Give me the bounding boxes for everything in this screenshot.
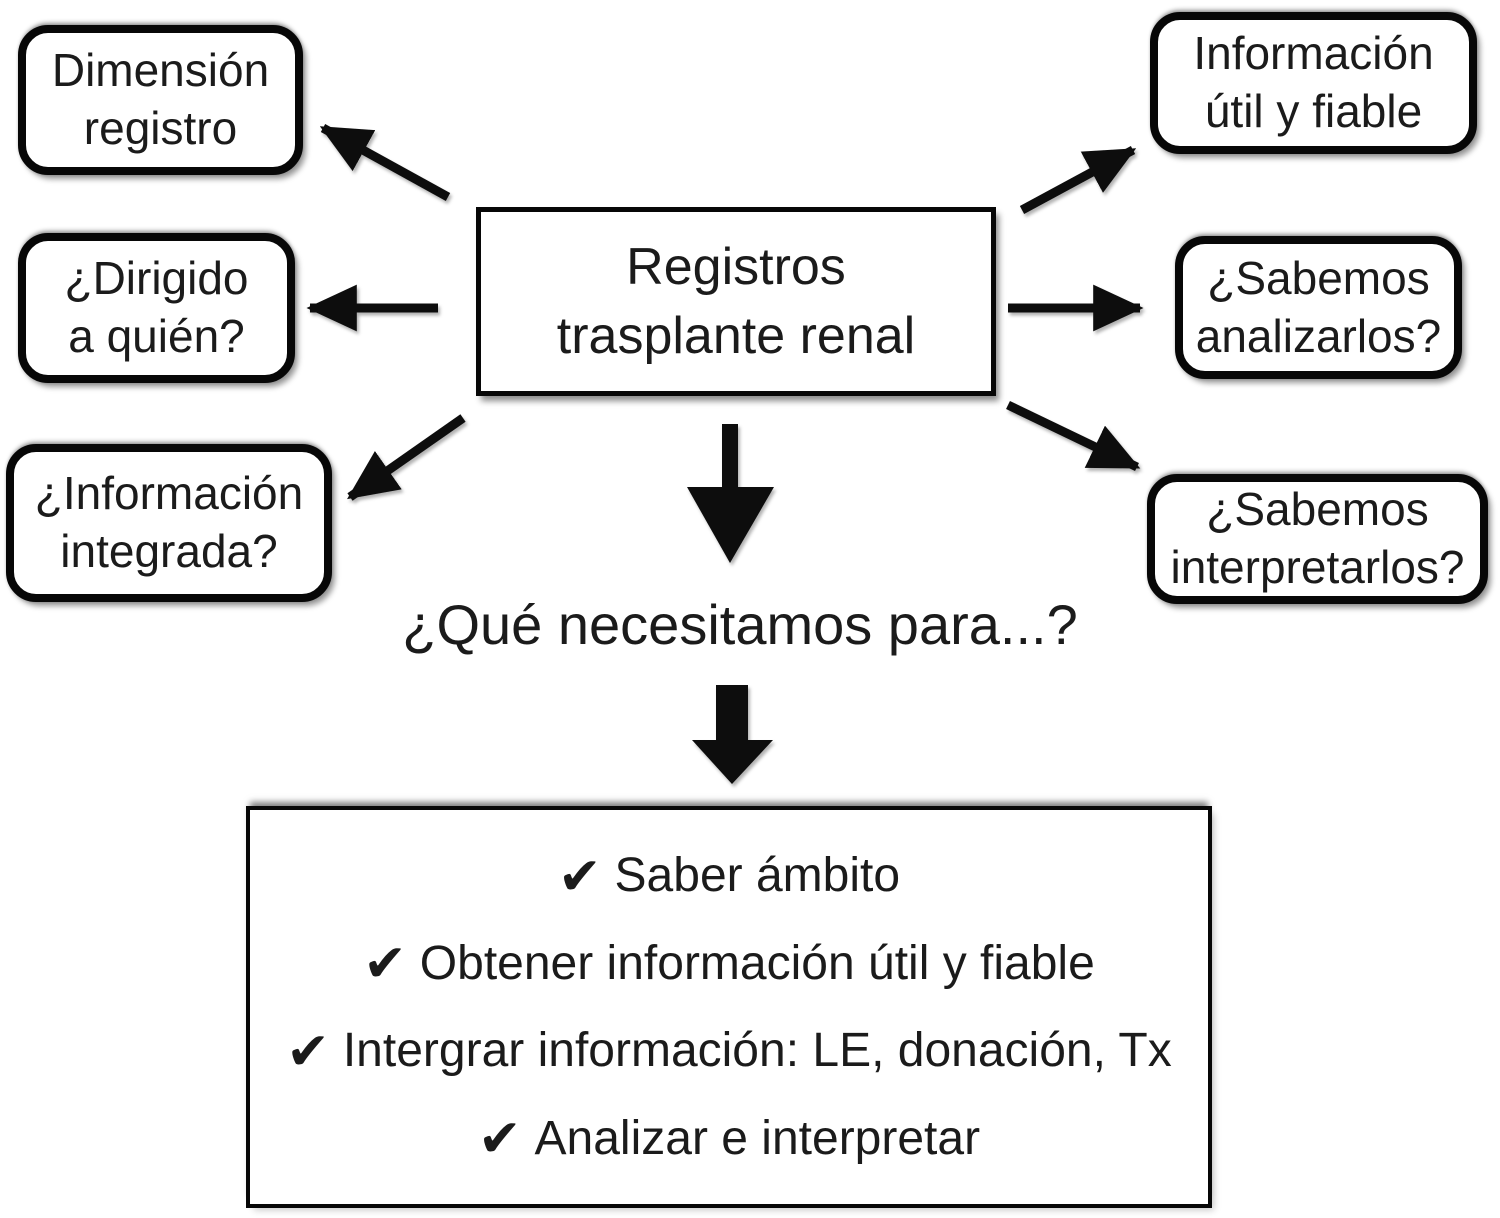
node-sabemos-analizarlos: ¿Sabemos analizarlos?: [1175, 236, 1462, 379]
arrow-down-to-question-icon: [687, 424, 774, 563]
check-icon: ✔: [363, 935, 407, 994]
arrow-to-sabemos-interpretarlos-icon: [1006, 400, 1141, 472]
checklist-item: ✔ Obtener información útil y fiable: [363, 936, 1095, 991]
checklist-item: ✔ Analizar e interpretar: [478, 1111, 980, 1166]
checklist-item-text: Intergrar información: LE, donación, Tx: [342, 1024, 1172, 1078]
checklist-item-text: Saber ámbito: [614, 849, 901, 903]
node-informacion-util-y-fiable: Información útil y fiable: [1150, 12, 1477, 154]
arrow-to-dimension-registro-icon: [319, 124, 451, 201]
checklist-item-text: Analizar e interpretar: [534, 1111, 981, 1165]
checklist-item: ✔ Saber ámbito: [558, 848, 900, 903]
check-icon: ✔: [477, 1110, 522, 1169]
question-text: ¿Qué necesitamos para...?: [402, 593, 1078, 656]
arrow-down-to-checklist-icon: [692, 685, 773, 784]
node-informacion-integrada: ¿Información integrada?: [6, 444, 332, 602]
checklist-box: ✔ Saber ámbito ✔ Obtener información úti…: [246, 806, 1212, 1208]
checklist-item: ✔ Intergrar información: LE, donación, T…: [286, 1023, 1171, 1078]
check-icon: ✔: [286, 1022, 330, 1081]
node-dimension-registro: Dimensión registro: [18, 25, 303, 175]
node-dirigido-a-quien: ¿Dirigido a quién?: [18, 233, 295, 383]
check-icon: ✔: [557, 847, 602, 906]
node-registros-trasplante-renal: Registros trasplante renal: [476, 207, 996, 396]
arrow-to-informacion-util-icon: [1019, 146, 1137, 214]
node-sabemos-interpretarlos: ¿Sabemos interpretarlos?: [1147, 474, 1488, 604]
arrow-to-informacion-integrada-icon: [347, 414, 466, 501]
checklist-item-text: Obtener información útil y fiable: [419, 936, 1095, 990]
